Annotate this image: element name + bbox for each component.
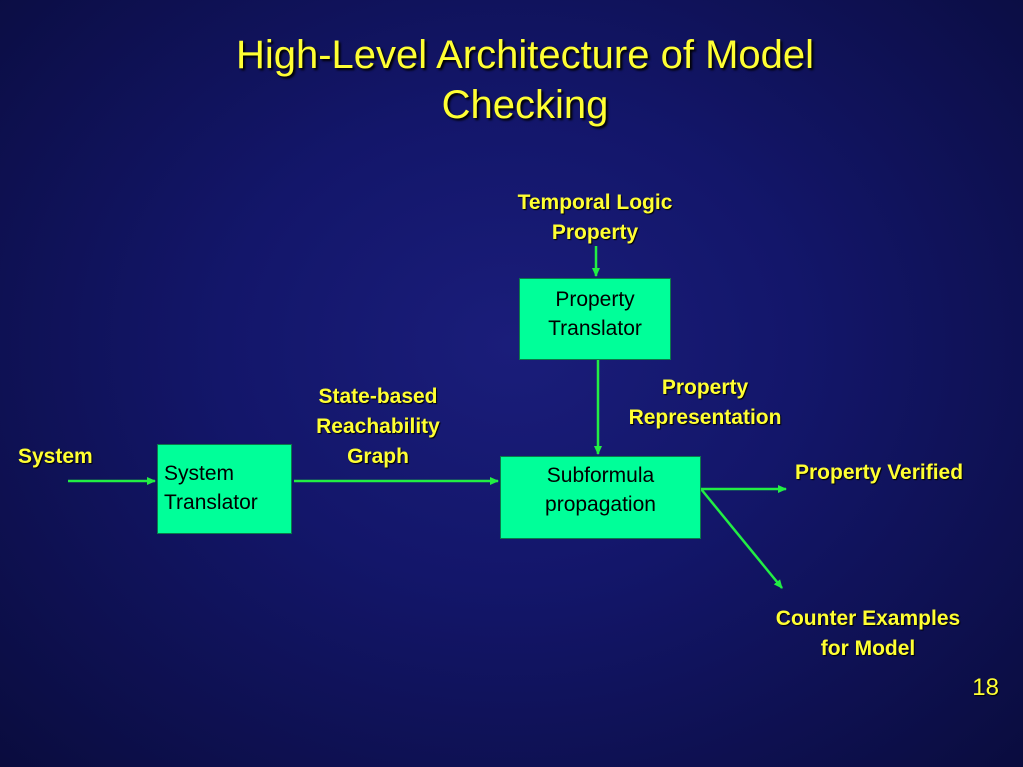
counter-examples-line1: Counter Examples bbox=[775, 607, 961, 630]
property-translator-line2: Translator bbox=[548, 317, 642, 340]
state-graph-line1: State-based bbox=[318, 385, 438, 408]
state-graph-label: State-based Reachability Graph bbox=[290, 382, 466, 472]
property-representation-line2: Representation bbox=[628, 406, 782, 429]
subformula-propagation-box: Subformula propagation bbox=[500, 456, 701, 539]
counter-examples-label: Counter Examples for Model bbox=[750, 604, 986, 664]
temporal-logic-property-label: Temporal Logic Property bbox=[485, 188, 705, 248]
system-translator-box: System Translator bbox=[157, 444, 292, 534]
property-translator-box: Property Translator bbox=[519, 278, 671, 360]
property-representation-line1: Property bbox=[661, 376, 749, 399]
temporal-logic-line2: Property bbox=[551, 221, 639, 244]
slide-title: High-Level Architecture of Model Checkin… bbox=[110, 30, 940, 130]
state-graph-line2: Reachability bbox=[316, 415, 440, 438]
system-translator-line1: System bbox=[164, 462, 235, 485]
system-label: System bbox=[18, 445, 93, 468]
counter-examples-line2: for Model bbox=[820, 637, 916, 660]
subformula-line1: Subformula bbox=[546, 464, 655, 487]
slide-title-line2: Checking bbox=[441, 83, 609, 127]
subformula-line2: propagation bbox=[545, 493, 656, 516]
arrow-subformula-to-counter-examples bbox=[700, 488, 783, 589]
property-translator-line1: Property bbox=[555, 288, 635, 311]
page-number: 18 bbox=[972, 674, 999, 701]
state-graph-line3: Graph bbox=[347, 445, 409, 468]
property-representation-label: Property Representation bbox=[605, 373, 805, 433]
slide-title-line1: High-Level Architecture of Model bbox=[235, 33, 815, 77]
system-translator-line2: Translator bbox=[164, 491, 258, 514]
property-verified-label: Property Verified bbox=[795, 461, 964, 484]
temporal-logic-line1: Temporal Logic bbox=[517, 191, 673, 214]
